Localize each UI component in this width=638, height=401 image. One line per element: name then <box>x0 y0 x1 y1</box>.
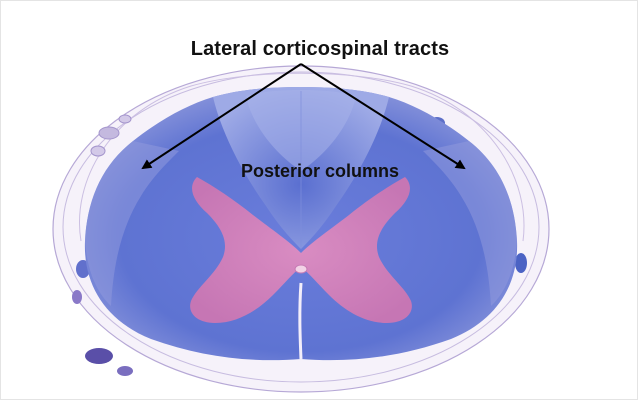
lateral-white-matter-right <box>423 141 517 306</box>
anterior-median-fissure <box>298 282 303 360</box>
central-canal <box>294 264 308 274</box>
arrow-to-left-tract <box>141 63 302 170</box>
label-lateral-corticospinal-tracts: Lateral corticospinal tracts <box>190 38 450 60</box>
arrow-to-right-tract <box>300 63 466 170</box>
label-posterior-columns: Posterior columns <box>240 161 400 181</box>
lateral-white-matter-left <box>85 141 179 306</box>
gray-matter <box>190 177 412 323</box>
annotation-arrows <box>141 63 466 170</box>
